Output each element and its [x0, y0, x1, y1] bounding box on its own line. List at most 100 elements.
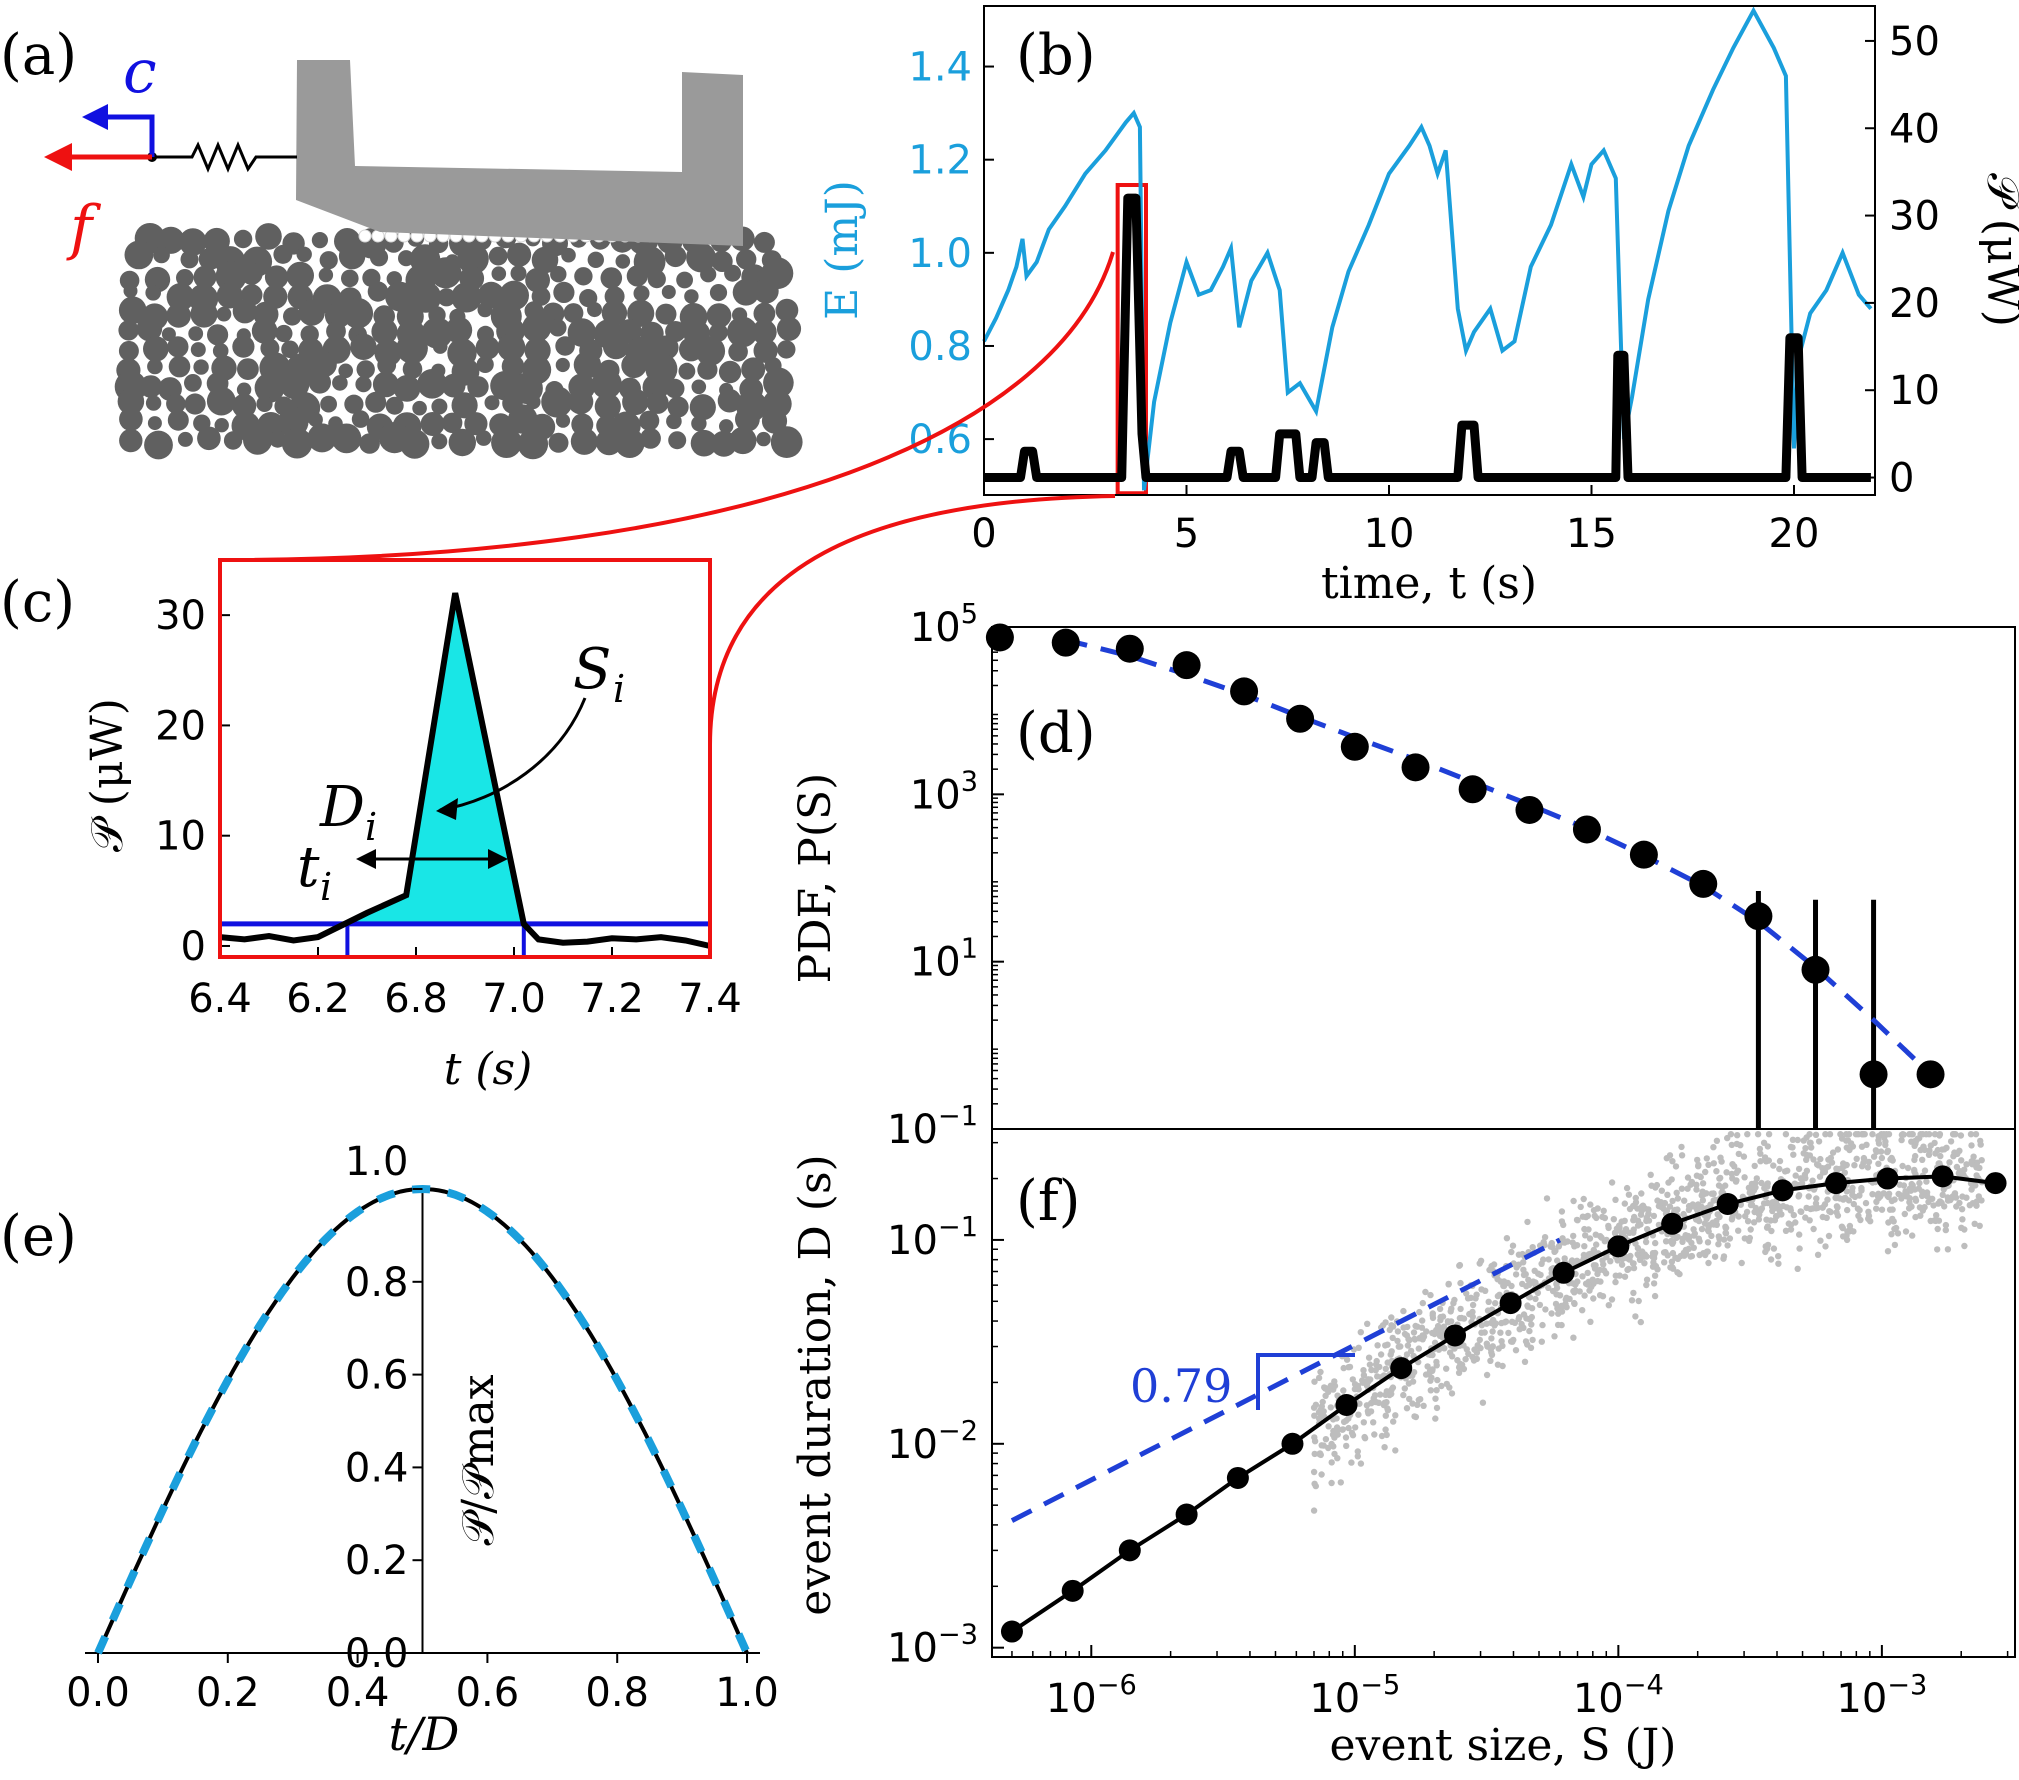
- raw-event: [1764, 1183, 1771, 1190]
- raw-event: [1968, 1158, 1975, 1165]
- raw-event: [1388, 1314, 1395, 1321]
- raw-event: [1689, 1201, 1697, 1208]
- raw-event: [1549, 1287, 1557, 1295]
- raw-event: [1508, 1248, 1515, 1256]
- raw-event: [1787, 1205, 1794, 1212]
- data-point: [1051, 628, 1080, 657]
- raw-event: [1943, 1144, 1950, 1152]
- raw-event: [1912, 1197, 1920, 1204]
- raw-event: [1840, 1160, 1847, 1167]
- raw-event: [1932, 1217, 1939, 1225]
- slope-bracket: [1256, 1353, 1355, 1410]
- raw-event: [1311, 1438, 1319, 1445]
- raw-event: [1924, 1193, 1931, 1200]
- grain: [587, 302, 602, 318]
- raw-event: [1357, 1329, 1365, 1336]
- raw-event: [1529, 1244, 1536, 1251]
- raw-event: [1370, 1419, 1377, 1426]
- binned-point: [1175, 1503, 1198, 1526]
- raw-event: [1462, 1356, 1469, 1363]
- grain: [661, 285, 676, 299]
- raw-event: [1634, 1251, 1641, 1258]
- grain: [664, 245, 687, 268]
- binned-point: [1281, 1432, 1304, 1455]
- raw-event: [1869, 1131, 1876, 1138]
- raw-event: [1556, 1292, 1564, 1299]
- raw-event: [1758, 1179, 1765, 1187]
- y-tick-label: 0.0: [345, 1631, 409, 1677]
- raw-event: [1476, 1260, 1483, 1267]
- f-arrowhead: [44, 143, 72, 171]
- raw-event: [1601, 1214, 1609, 1222]
- data-point: [1689, 869, 1718, 898]
- grain: [233, 229, 253, 249]
- raw-event: [1902, 1188, 1909, 1195]
- grain: [184, 374, 202, 392]
- raw-event: [1810, 1156, 1817, 1163]
- raw-event: [1693, 1172, 1701, 1179]
- panel-label-b: (b): [1016, 23, 1096, 88]
- raw-event: [1651, 1249, 1659, 1257]
- raw-event: [1789, 1136, 1797, 1144]
- grain: [476, 355, 494, 373]
- raw-event: [1685, 1206, 1693, 1214]
- raw-event: [1456, 1314, 1464, 1322]
- grain: [190, 300, 218, 328]
- raw-event: [1917, 1131, 1924, 1138]
- raw-event: [1651, 1272, 1659, 1279]
- x-tick-label: 5: [1174, 511, 1199, 557]
- grain: [491, 427, 522, 458]
- raw-event: [1406, 1337, 1413, 1344]
- grain: [296, 246, 312, 262]
- D-arrowhead-right: [488, 849, 508, 869]
- raw-event: [1520, 1266, 1527, 1274]
- raw-event: [1705, 1259, 1712, 1267]
- raw-event: [1855, 1212, 1862, 1220]
- raw-event: [1679, 1238, 1686, 1246]
- raw-event: [1591, 1265, 1599, 1272]
- raw-event: [1488, 1351, 1496, 1359]
- raw-event: [1653, 1181, 1661, 1189]
- raw-event: [1655, 1202, 1663, 1210]
- raw-event: [1812, 1131, 1820, 1139]
- raw-event: [1663, 1155, 1671, 1162]
- binned-point: [1931, 1165, 1954, 1188]
- raw-event: [1471, 1346, 1478, 1353]
- grain: [736, 249, 757, 270]
- raw-event: [1860, 1154, 1868, 1162]
- grain: [724, 264, 742, 282]
- x-tick-label: 0.6: [456, 1670, 520, 1716]
- granular-bed: [114, 223, 803, 460]
- raw-event: [1331, 1450, 1338, 1458]
- raw-event: [1817, 1237, 1824, 1244]
- raw-event: [1809, 1205, 1816, 1212]
- raw-event: [1488, 1335, 1495, 1342]
- y-tick-label: 10−1: [887, 1212, 978, 1264]
- raw-event: [1912, 1152, 1919, 1160]
- grain: [431, 398, 448, 415]
- raw-event: [1743, 1208, 1751, 1216]
- raw-event: [1763, 1224, 1771, 1231]
- raw-event: [1600, 1267, 1608, 1274]
- raw-event: [1599, 1257, 1606, 1264]
- raw-event: [1432, 1415, 1439, 1422]
- raw-event: [1690, 1244, 1698, 1252]
- raw-event: [1577, 1203, 1584, 1211]
- raw-event: [1815, 1138, 1823, 1145]
- raw-event: [1803, 1151, 1810, 1159]
- grain: [477, 302, 493, 318]
- energy-line: [982, 6, 1873, 491]
- grain: [351, 410, 370, 428]
- x-tick-label: 7.4: [678, 976, 742, 1022]
- raw-event: [1532, 1295, 1539, 1303]
- raw-event: [1388, 1390, 1395, 1398]
- raw-event: [1733, 1169, 1740, 1177]
- grain: [118, 340, 139, 361]
- raw-event: [1392, 1447, 1399, 1454]
- data-point: [1458, 775, 1487, 804]
- grain: [320, 395, 337, 413]
- raw-event: [1640, 1253, 1648, 1260]
